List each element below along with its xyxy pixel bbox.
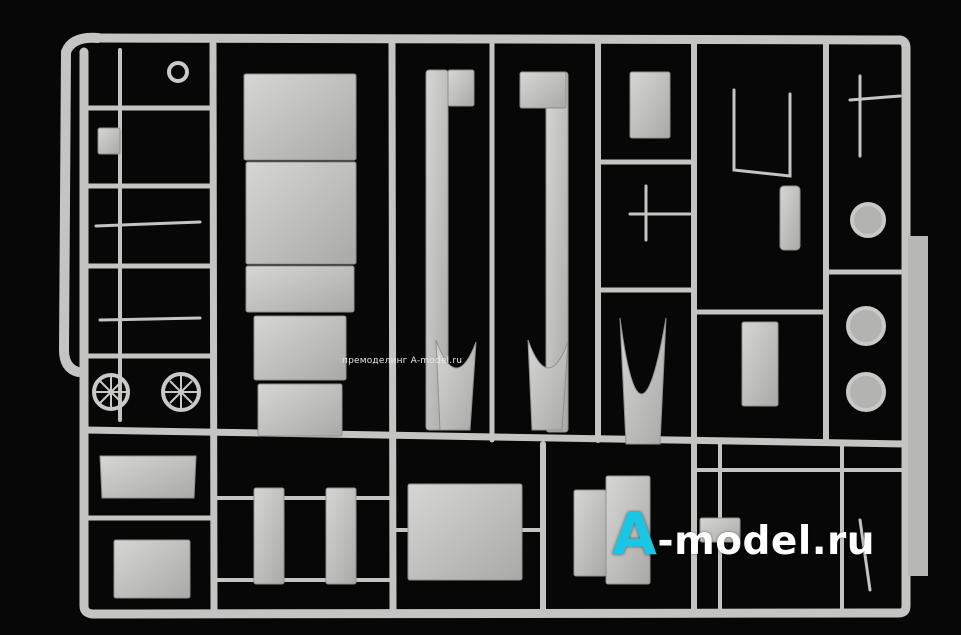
sprue-parts — [97, 69, 801, 599]
small-rods — [94, 74, 902, 592]
watermark-logo: A-model.ru — [612, 500, 875, 568]
wheel-parts — [92, 61, 886, 412]
watermark-logo-text: -model.ru — [657, 519, 876, 564]
sprue-frame — [58, 32, 911, 619]
watermark-logo-letter: A — [612, 500, 658, 568]
wheel-spokes — [96, 376, 197, 408]
watermark-caption: премоделинг A-model.ru — [342, 356, 463, 366]
sprue-tab — [908, 236, 928, 576]
